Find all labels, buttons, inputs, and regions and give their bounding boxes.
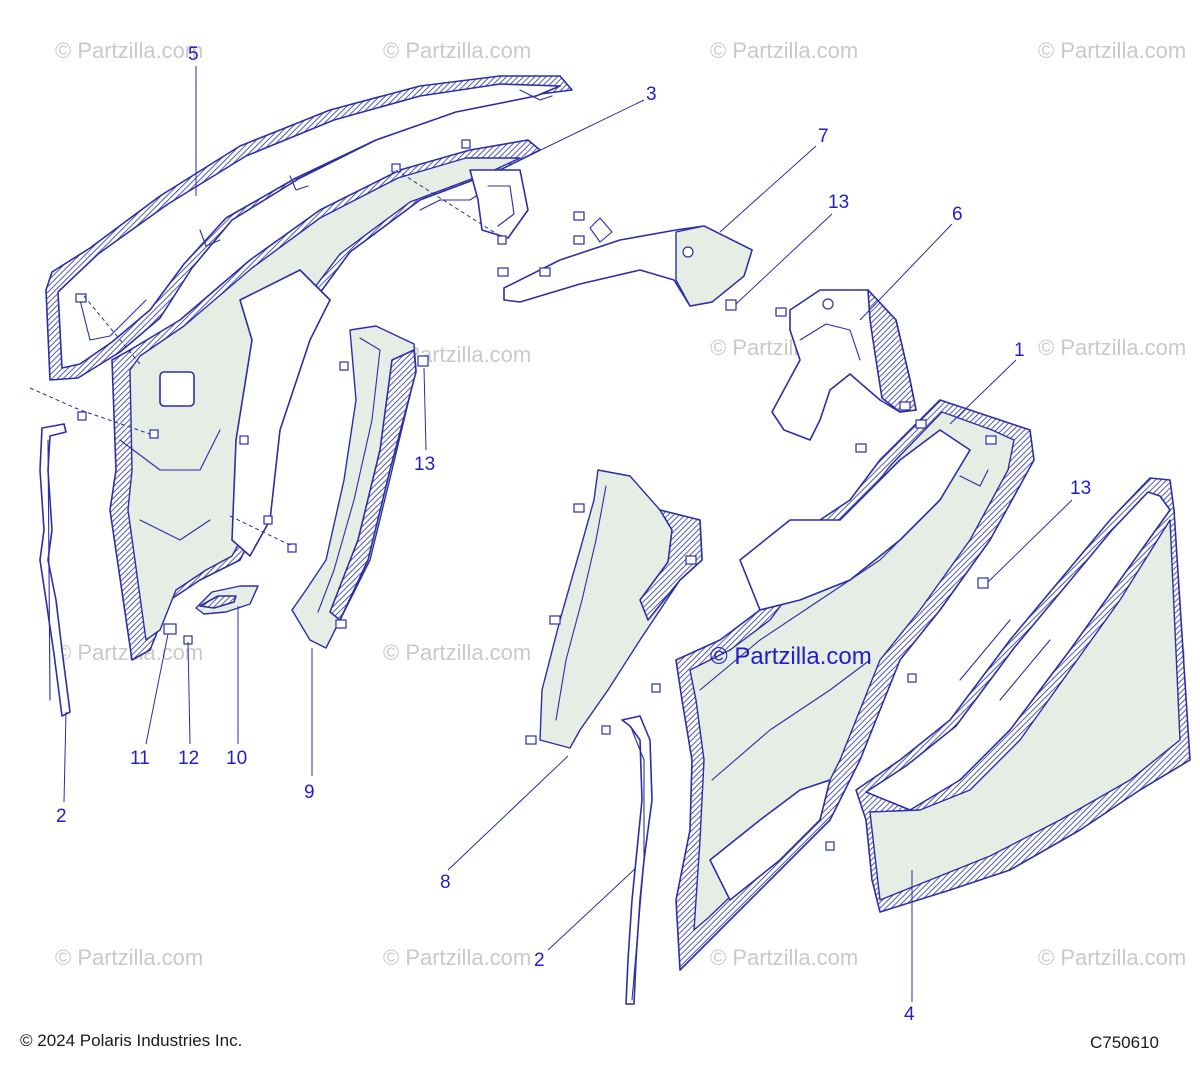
fastener-11 <box>163 623 177 635</box>
part-4-outer-side-panel <box>855 477 1191 913</box>
watermark: © Partzilla.com <box>383 945 531 970</box>
callout-12: 12 <box>178 748 199 769</box>
part-9-side-trim <box>291 325 417 649</box>
part-8-lower-panel <box>525 469 703 749</box>
callout-7: 7 <box>818 126 829 147</box>
fastener-13 <box>977 577 989 589</box>
callout-6: 6 <box>952 204 963 225</box>
diagram-code: C750610 <box>1090 1033 1159 1052</box>
center-watermark: © Partzilla.com <box>710 643 872 670</box>
callout-11: 11 <box>130 748 150 769</box>
part-5-upper-trim <box>45 75 573 381</box>
watermark: © Partzilla.com <box>710 945 858 970</box>
part-2-left-seal <box>39 423 71 717</box>
callouts: 5 3 7 13 6 1 13 13 9 8 2 4 10 12 11 2 <box>56 44 1091 1025</box>
callout-3: 3 <box>646 84 657 105</box>
watermark: © Partzilla.com <box>383 38 531 63</box>
part-3-rear-panel <box>109 139 541 661</box>
watermark: © Partzilla.com <box>1038 945 1186 970</box>
callout-2: 2 <box>56 806 67 827</box>
callout-13: 13 <box>414 454 435 475</box>
callout-2: 2 <box>534 950 545 971</box>
part-1-rh-rear-panel <box>675 399 1035 971</box>
part-2-right-seal <box>621 715 653 1005</box>
callout-13: 13 <box>1070 478 1091 499</box>
leader-lines <box>63 66 1073 1002</box>
callout-13: 13 <box>828 192 849 213</box>
callout-1: 1 <box>1014 340 1025 361</box>
watermark: © Partzilla.com <box>55 945 203 970</box>
part-6-rear-bracket <box>771 289 917 441</box>
callout-9: 9 <box>304 782 315 803</box>
watermark: © Partzilla.com <box>383 640 531 665</box>
callout-5: 5 <box>188 44 199 65</box>
fastener-13 <box>417 355 429 367</box>
callout-8: 8 <box>440 872 451 893</box>
callout-4: 4 <box>904 1004 915 1025</box>
watermark: © Partzilla.com <box>710 38 858 63</box>
watermark: © Partzilla.com <box>55 38 203 63</box>
watermark: © Partzilla.com <box>1038 335 1186 360</box>
watermark: © Partzilla.com <box>1038 38 1186 63</box>
callout-10: 10 <box>226 748 247 769</box>
part-7-bracket <box>497 211 753 307</box>
part-10-grommet <box>195 585 259 615</box>
copyright-text: © 2024 Polaris Industries Inc. <box>20 1031 242 1050</box>
assembly-lines <box>29 169 501 547</box>
fastener-group <box>77 139 989 851</box>
fastener-13 <box>725 299 737 311</box>
